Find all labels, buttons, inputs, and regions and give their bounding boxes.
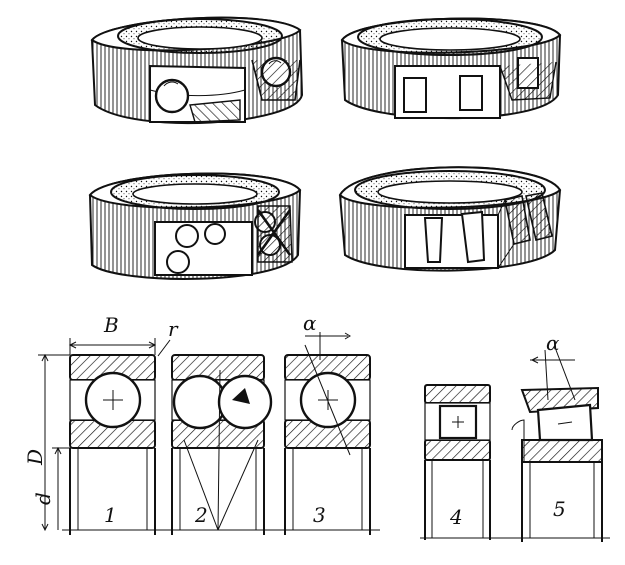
perspective-tapered-roller-bearing bbox=[338, 166, 562, 272]
label-D: D bbox=[23, 449, 47, 466]
dimension-B bbox=[68, 338, 157, 355]
section-2-self-aligning-bearing bbox=[171, 354, 273, 535]
label-r: r bbox=[168, 317, 179, 341]
dimension-d bbox=[52, 446, 70, 530]
section-number-2: 2 bbox=[194, 503, 208, 527]
perspective-cylindrical-roller-bearing bbox=[340, 17, 562, 120]
section-3-angular-contact-bearing bbox=[284, 332, 371, 535]
section-4-cylindrical-roller-bearing bbox=[424, 384, 491, 540]
perspective-self-aligning-bearing bbox=[88, 172, 302, 280]
section-number-3: 3 bbox=[313, 503, 326, 527]
label-alpha-3: α bbox=[303, 311, 317, 335]
label-alpha-5: α bbox=[546, 331, 560, 355]
section-number-1: 1 bbox=[104, 503, 117, 527]
label-B: B bbox=[103, 313, 119, 337]
perspective-ball-bearing bbox=[90, 16, 304, 125]
section-5-tapered-roller-bearing bbox=[511, 349, 603, 542]
section-number-4: 4 bbox=[449, 505, 463, 529]
section-1-ball-bearing bbox=[69, 354, 156, 535]
radius-leader bbox=[157, 339, 171, 357]
label-d: d bbox=[31, 492, 55, 505]
section-number-5: 5 bbox=[553, 497, 566, 521]
dimension-D bbox=[38, 353, 70, 532]
section-views bbox=[38, 332, 610, 542]
